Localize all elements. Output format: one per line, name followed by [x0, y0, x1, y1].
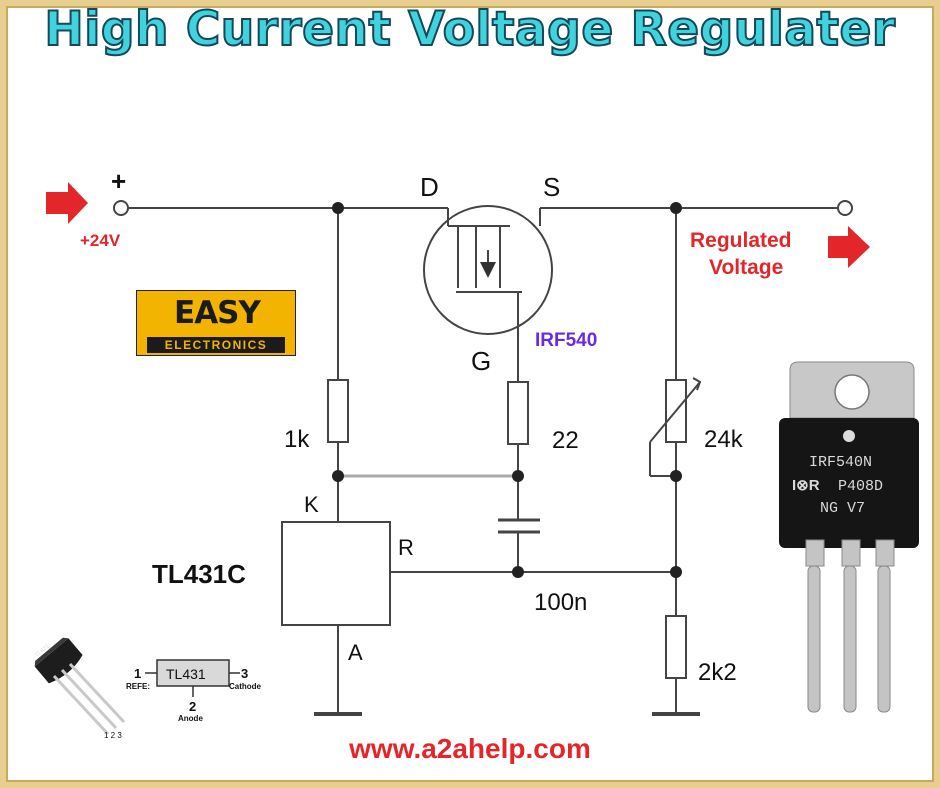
tl431-pin1-number: 1: [134, 666, 141, 681]
tl431-symbol: [281, 521, 676, 716]
potentiometer-24k-label: 24k: [704, 426, 744, 453]
output-label-line2: Voltage: [709, 256, 783, 279]
mosfet-drain-label: D: [420, 172, 439, 202]
tl431-part-label: TL431C: [152, 559, 246, 589]
input-polarity-label: +: [111, 166, 126, 196]
easy-electronics-logo: EASY ELECTRONICS: [136, 290, 296, 356]
website-link[interactable]: www.a2ahelp.com: [349, 733, 591, 764]
tl431-pinout-diagram: [145, 659, 240, 697]
tl431-pin-r-label: R: [398, 535, 414, 560]
tl431-pin3-number: 3: [241, 666, 248, 681]
tl431-pin2-name: Anode: [178, 714, 203, 723]
resistor-22-label: 22: [552, 427, 579, 454]
output-arrow-icon: [828, 226, 870, 268]
capacitor-100n-label: 100n: [534, 589, 587, 616]
tl431-pin-a-label: A: [348, 640, 363, 665]
tl431-package-image: [34, 637, 126, 736]
irf540-marking-line2: P408D: [838, 478, 883, 495]
irf540-brand-logo: I⊗R: [792, 477, 820, 494]
mosfet-source-label: S: [543, 172, 560, 202]
resistor-2k2-label: 2k2: [698, 659, 737, 686]
page-title: High Current Voltage Regulater: [43, 1, 896, 58]
input-terminal: [113, 200, 129, 216]
junction-dots: [332, 202, 682, 578]
tl431-pin-k-label: K: [304, 492, 319, 517]
resistor-1k-label: 1k: [284, 426, 310, 453]
input-arrow-icon: [46, 182, 88, 224]
logo-easy-text: EASY: [174, 295, 261, 331]
tl431-pin2-number: 2: [189, 699, 196, 714]
output-terminal: [837, 200, 853, 216]
top-rail-wire: [128, 207, 837, 226]
mosfet-symbol: [423, 205, 553, 382]
tl431-pin1-name: REFE:: [126, 682, 150, 691]
potentiometer-branch: [649, 208, 702, 716]
irf540-package-image: [779, 361, 919, 713]
irf540-marking-line3: NG V7: [820, 500, 865, 517]
irf540-marking-line1: IRF540N: [809, 454, 872, 471]
resistor-22-branch: [498, 381, 540, 572]
tl431-package-legs: 1 2 3: [104, 731, 122, 740]
mosfet-part-label: IRF540: [535, 330, 597, 351]
tl431-pin3-name: Cathode: [229, 682, 262, 691]
logo-electronics-text: ELECTRONICS: [147, 337, 285, 353]
tl431-pinout-chip-label: TL431: [166, 666, 206, 682]
mosfet-gate-label: G: [471, 346, 491, 376]
output-label-line1: Regulated: [690, 229, 792, 252]
input-voltage-label: +24V: [80, 231, 121, 250]
